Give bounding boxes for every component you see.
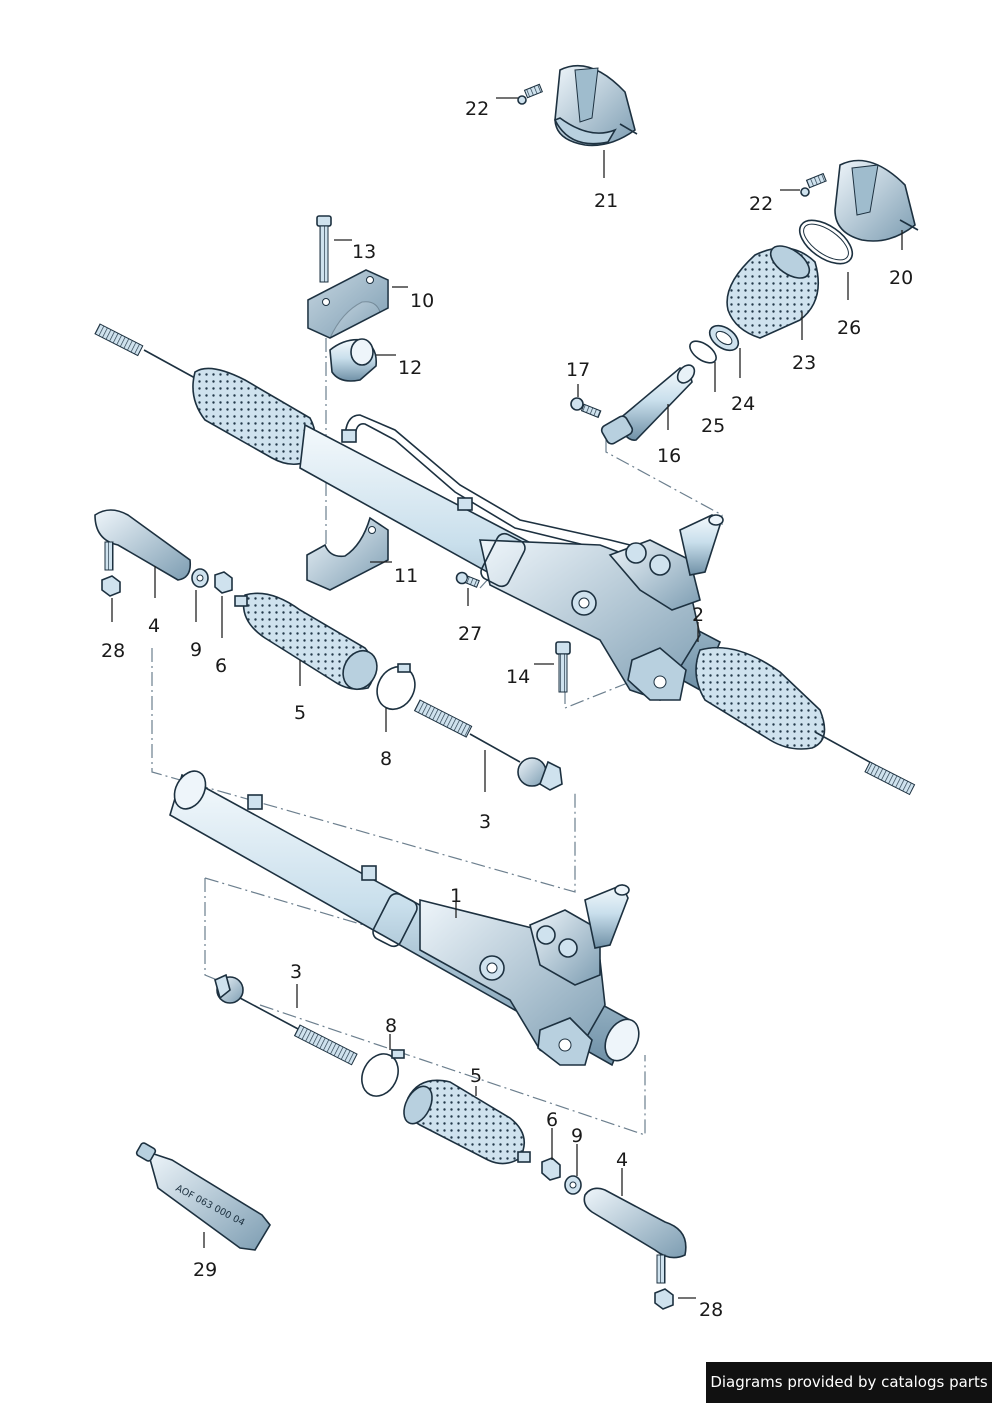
callout-12: 12 [398, 357, 422, 379]
callout-25: 25 [701, 415, 725, 437]
tie-rod-end-4-lower [583, 1187, 687, 1284]
mounting-bracket-11 [306, 516, 389, 591]
callout-6: 6 [546, 1109, 558, 1131]
hose-clamp-8-upper [376, 663, 416, 711]
hose-clamp-8-lower [361, 1049, 405, 1097]
column-tube-16 [600, 364, 696, 445]
callout-9: 9 [190, 639, 202, 661]
callout-21: 21 [594, 190, 618, 212]
callout-4: 4 [616, 1149, 628, 1171]
callout-24: 24 [731, 393, 755, 415]
callout-28: 28 [699, 1299, 723, 1321]
callout-26: 26 [837, 317, 861, 339]
seal-ring-24 [708, 324, 740, 352]
callout-13: 13 [352, 241, 376, 263]
callout-16: 16 [657, 445, 681, 467]
callout-4: 4 [148, 615, 160, 637]
callout-17: 17 [566, 359, 590, 381]
callout-10: 10 [410, 290, 434, 312]
callout-3: 3 [479, 811, 491, 833]
callout-27: 27 [458, 623, 482, 645]
callout-22: 22 [749, 193, 773, 215]
clip-25 [689, 340, 717, 364]
rubber-bushing-12 [329, 338, 378, 382]
nut-6-upper [214, 571, 233, 594]
callout-3: 3 [290, 961, 302, 983]
grease-tube-29: AOF 063 000 04 [135, 1142, 271, 1251]
washer-9-upper [191, 568, 209, 588]
callout-20: 20 [889, 267, 913, 289]
callout-2: 2 [692, 604, 704, 626]
callout-labels: 22 21 22 20 26 23 24 25 17 16 13 10 12 1… [101, 98, 913, 1321]
callout-14: 14 [506, 666, 530, 688]
callout-9: 9 [571, 1125, 583, 1147]
nut-28-upper [101, 575, 121, 597]
credit-banner: Diagrams provided by catalogs parts [706, 1362, 992, 1403]
bellows-boot-5-upper [234, 592, 378, 691]
nut-6-lower [541, 1157, 561, 1181]
inner-tie-rod-3-upper [413, 699, 563, 791]
callout-1: 1 [450, 885, 462, 907]
callout-23: 23 [792, 352, 816, 374]
bolt-22-upper [517, 83, 543, 105]
bellows-boot-5-lower [403, 1079, 531, 1165]
callout-11: 11 [394, 565, 418, 587]
inner-tie-rod-3-lower [214, 973, 358, 1066]
hose-clamp-26 [798, 219, 854, 265]
nut-28-lower [654, 1288, 674, 1310]
rack-housing-1 [169, 770, 640, 1067]
callout-8: 8 [385, 1015, 397, 1037]
strut-mount-cap-20 [834, 159, 919, 242]
bolt-22-lower [800, 172, 827, 197]
steering-rack-assembly-2 [94, 323, 916, 796]
callout-5: 5 [294, 702, 306, 724]
bellows-boot-23 [726, 245, 820, 339]
bolt-13 [316, 215, 332, 283]
callout-8: 8 [380, 748, 392, 770]
strut-mount-cap-21 [553, 64, 638, 147]
callout-6: 6 [215, 655, 227, 677]
callout-22: 22 [465, 98, 489, 120]
tie-rod-end-4-upper [94, 509, 192, 581]
mounting-bracket-10 [307, 269, 389, 339]
leader-lines [111, 97, 903, 1299]
screw-17 [570, 397, 602, 419]
callout-29: 29 [193, 1259, 217, 1281]
callout-5: 5 [470, 1065, 482, 1087]
bolt-14 [555, 641, 571, 693]
callout-28: 28 [101, 640, 125, 662]
screw-27 [455, 571, 480, 588]
washer-9-lower [564, 1175, 582, 1195]
